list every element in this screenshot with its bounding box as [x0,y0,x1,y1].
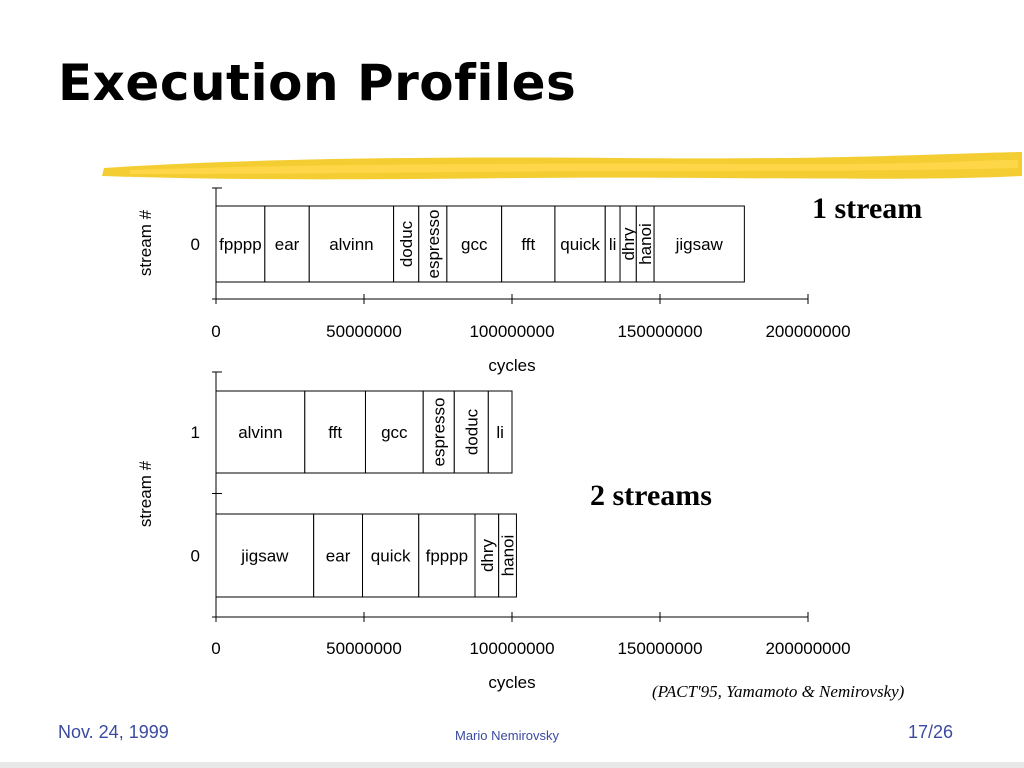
segment-label-hanoi: hanoi [499,535,518,577]
bar-segment-hanoi [498,513,517,598]
bar-segment-fft [304,390,366,474]
bar-segment-jigsaw [653,205,745,283]
bar-segment-fpppp [215,205,266,283]
footer-date: Nov. 24, 1999 [58,722,169,742]
segment-label-dhry: dhry [619,227,638,261]
x-tick-label: 150000000 [617,322,702,341]
y-axis-label: stream # [136,460,155,527]
bar-segment-fpppp [418,513,476,598]
segment-label-fpppp: fpppp [426,547,469,566]
bar-segment-alvinn [308,205,395,283]
bar-segment-alvinn [215,390,306,474]
x-tick-label: 200000000 [765,322,850,341]
segment-label-quick: quick [560,235,600,254]
bar-segment-jigsaw [215,513,315,598]
segment-label-li: li [609,235,617,254]
segment-label-espresso: espresso [430,398,449,467]
x-tick-label: 100000000 [469,322,554,341]
segment-label-alvinn: alvinn [238,423,282,442]
footer-page-number: 17/26 [908,722,954,742]
bar-segment-espresso [422,390,455,474]
stream-label: 0 [191,235,200,254]
segment-label-doduc: doduc [397,220,416,267]
segment-label-ear: ear [326,547,351,566]
x-tick-label: 150000000 [617,639,702,658]
bar-segment-li [487,390,513,474]
x-tick-label: 50000000 [326,322,402,341]
segment-label-espresso: espresso [424,210,443,279]
slide-title: Execution Profiles [58,54,577,112]
segment-label-fft: fft [328,423,342,442]
segment-label-gcc: gcc [461,235,488,254]
segment-label-doduc: doduc [462,408,481,455]
segment-label-jigsaw: jigsaw [240,547,289,566]
bar-segment-gcc [446,205,503,283]
stream-label: 1 [191,423,200,442]
bar-segment-quick [554,205,606,283]
x-axis-label: cycles [488,673,535,692]
annotation-one-stream: 1 stream [812,192,923,225]
x-axis-label: cycles [488,356,535,375]
segment-label-fft: fft [521,235,535,254]
segment-label-dhry: dhry [478,538,497,572]
bar-segment-ear [264,205,310,283]
segment-label-gcc: gcc [381,423,408,442]
segment-label-quick: quick [371,547,411,566]
highlight-stroke [102,152,1022,180]
bar-segment-espresso [418,205,448,283]
segment-label-hanoi: hanoi [636,223,655,265]
x-tick-label: 0 [211,322,220,341]
bottom-rule [0,762,1024,768]
x-tick-label: 100000000 [469,639,554,658]
y-axis-label: stream # [136,209,155,276]
stream-label: 0 [191,547,200,566]
footer-author: Mario Nemirovsky [455,728,560,743]
segment-label-fpppp: fpppp [219,235,262,254]
bar-segment-fft [501,205,556,283]
bar-segment-ear [313,513,364,598]
segment-label-li: li [496,423,504,442]
x-tick-label: 50000000 [326,639,402,658]
citation: (PACT'95, Yamamoto & Nemirovsky) [652,682,905,701]
segment-label-alvinn: alvinn [329,235,373,254]
bar-segment-gcc [364,390,424,474]
segment-label-jigsaw: jigsaw [675,235,724,254]
annotation-two-streams: 2 streams [590,479,712,512]
x-tick-label: 0 [211,639,220,658]
x-tick-label: 200000000 [765,639,850,658]
bar-segment-doduc [393,205,420,283]
segment-label-ear: ear [275,235,300,254]
